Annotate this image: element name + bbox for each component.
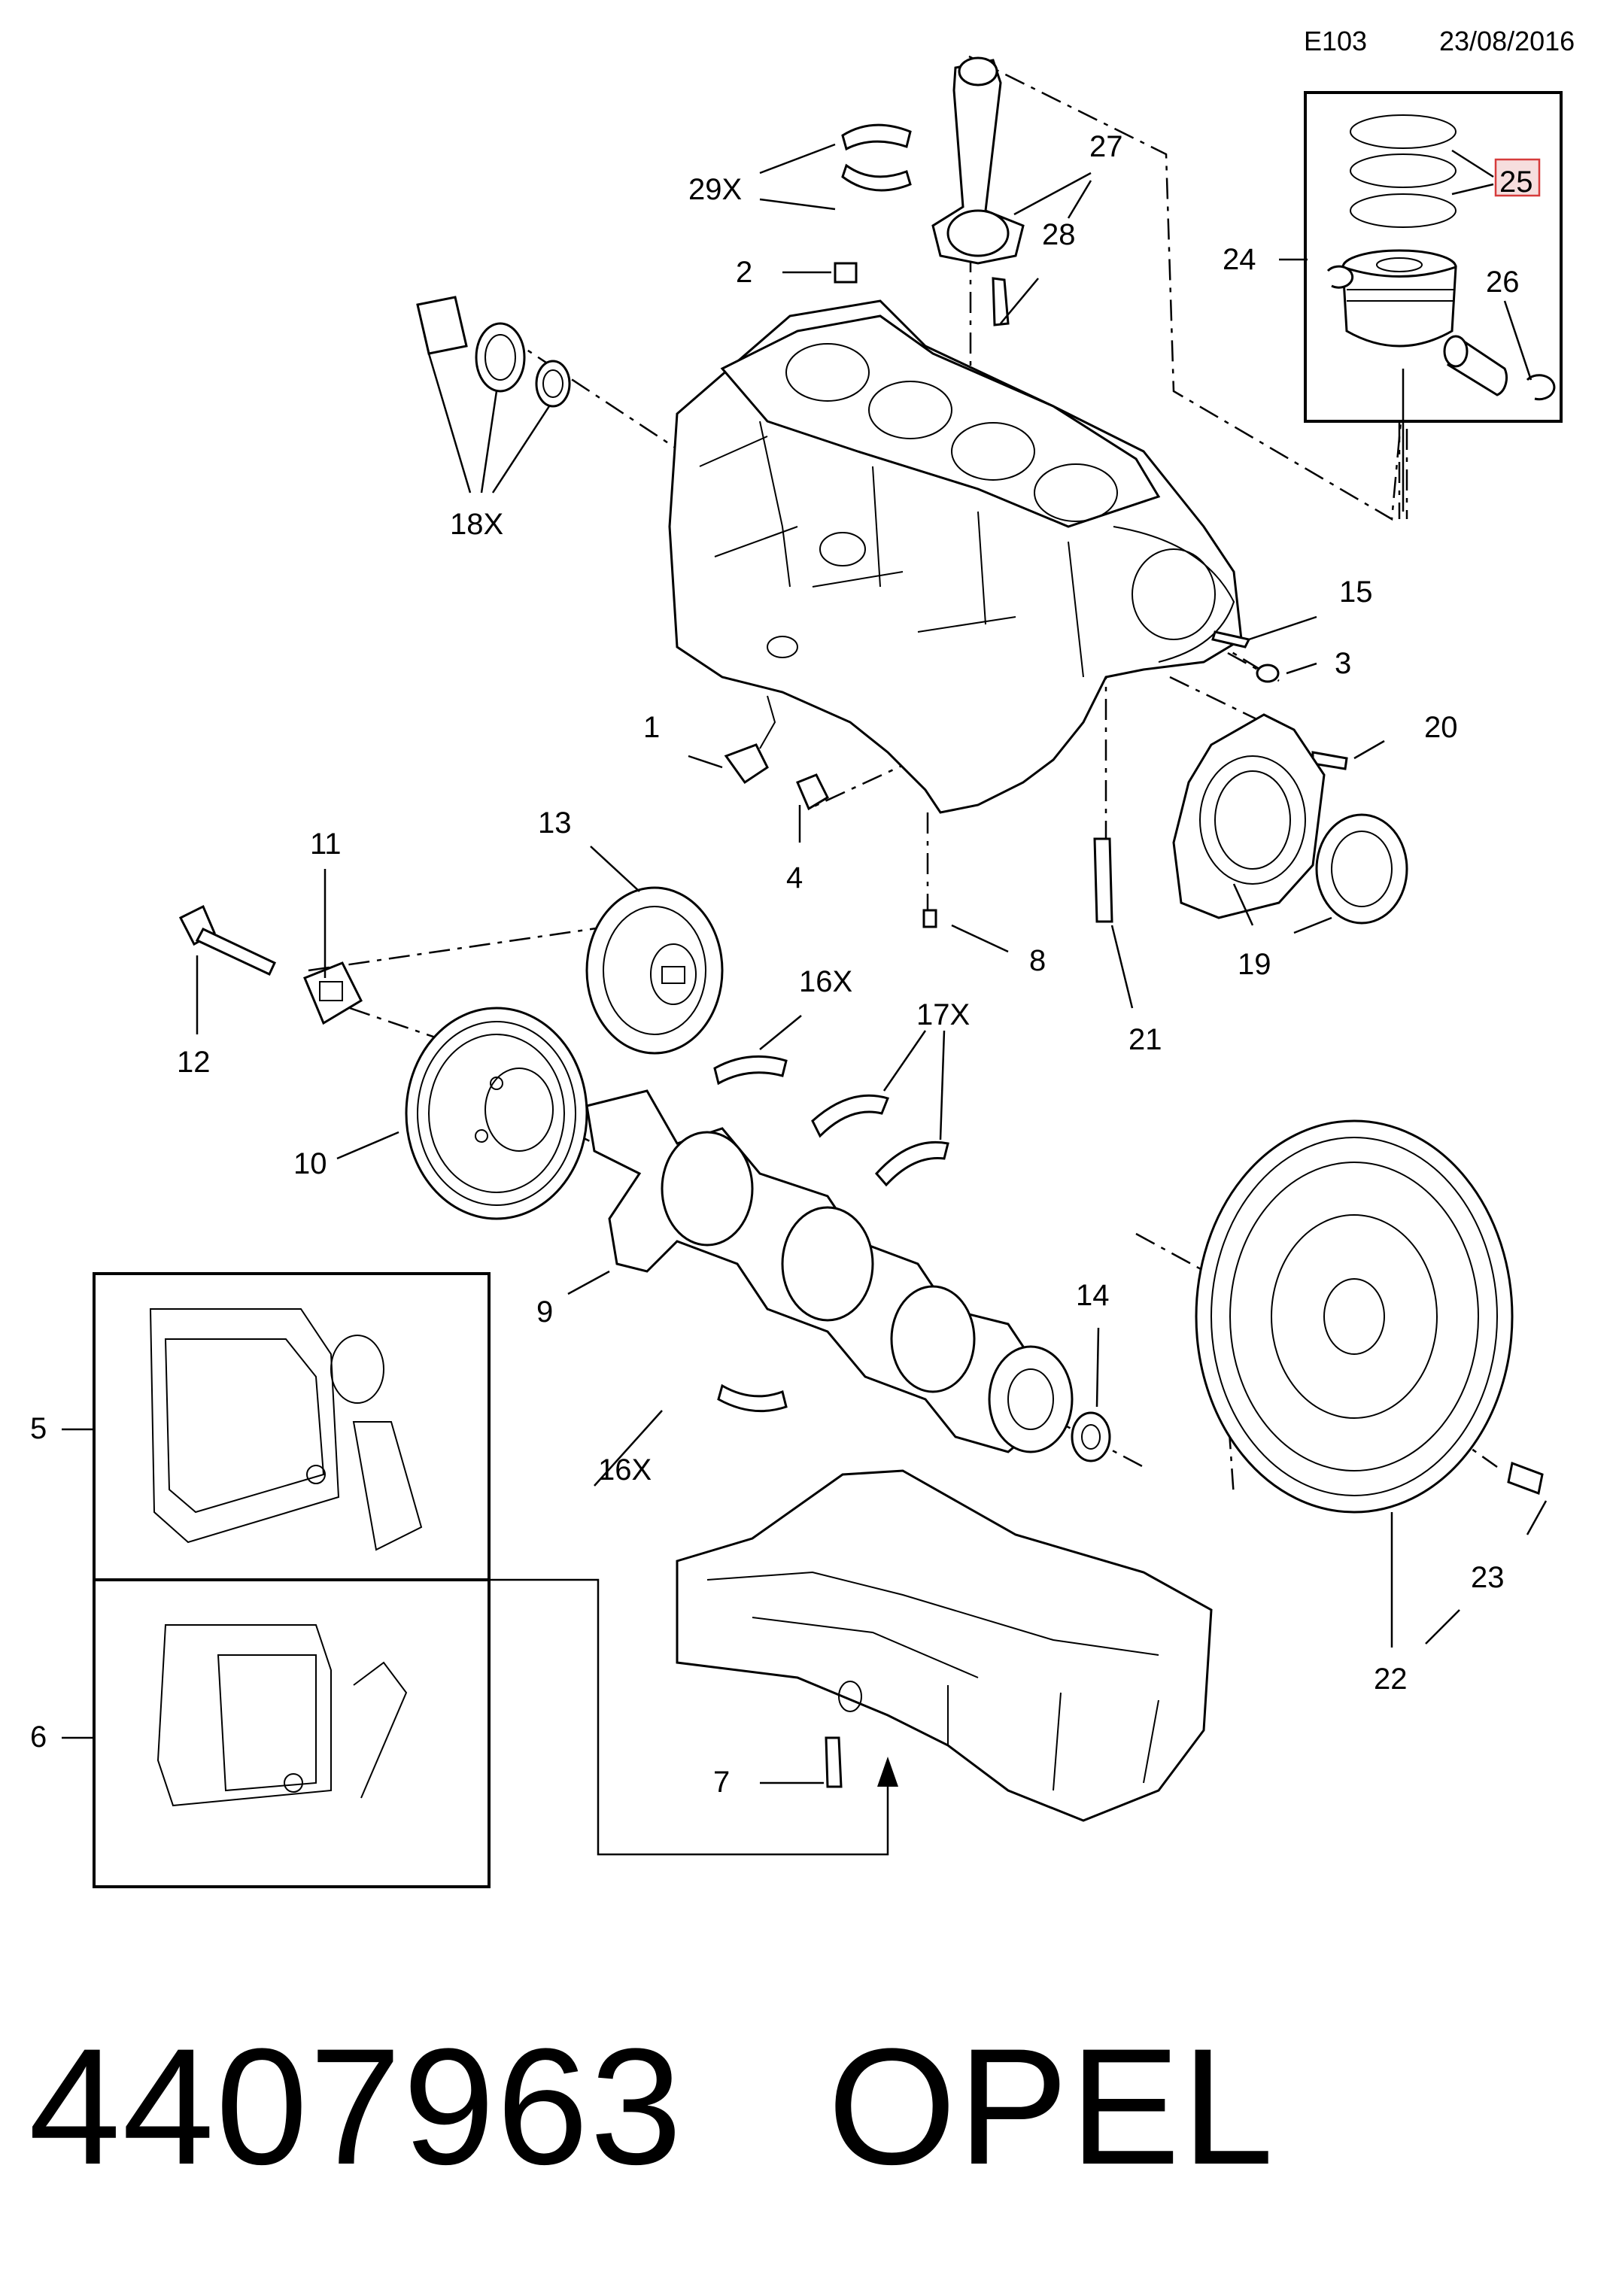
callout-2: 2 xyxy=(736,256,752,289)
main-bearing-shells-icon xyxy=(713,1055,949,1413)
callout-21: 21 xyxy=(1128,1023,1162,1056)
piston-pin-icon xyxy=(1443,335,1508,396)
callout-labels: 1 2 3 4 5 6 7 8 9 10 11 12 13 14 15 16X … xyxy=(30,130,1533,1799)
callout-24: 24 xyxy=(1223,243,1256,276)
callout-28: 28 xyxy=(1042,218,1076,251)
highlight-marker xyxy=(1494,158,1541,197)
plug-icon xyxy=(1256,664,1280,683)
callout-9: 9 xyxy=(536,1295,553,1329)
plug-icon xyxy=(796,773,829,811)
callout-20: 20 xyxy=(1424,711,1458,744)
callout-25: 25 xyxy=(1499,166,1533,199)
piston-detail-box xyxy=(1304,91,1563,512)
flywheel-bolt-icon xyxy=(1507,1461,1544,1496)
crankshaft-pulley-icon xyxy=(405,1007,588,1220)
crankshaft-icon xyxy=(585,1089,1074,1453)
callout-18x: 18X xyxy=(450,508,503,541)
reference-arrow xyxy=(489,1578,889,1856)
callout-17x: 17X xyxy=(916,998,970,1031)
callout-16x-bottom: 16X xyxy=(598,1453,652,1487)
drain-plug-bolt-icon xyxy=(825,1736,843,1788)
callout-4: 4 xyxy=(786,861,803,894)
crankshaft-bolt-icon xyxy=(178,904,276,976)
detail-view-6 xyxy=(93,1578,491,1888)
callout-15: 15 xyxy=(1339,576,1373,609)
rear-seal-housing-icon xyxy=(1172,713,1326,919)
exploded-engine-diagram: 1 2 3 4 5 6 7 8 9 10 11 12 13 14 15 16X … xyxy=(30,55,1563,1888)
connecting-rod-icon xyxy=(931,56,1025,326)
sprocket-sleeve-icon xyxy=(303,961,363,1025)
callout-5: 5 xyxy=(30,1412,47,1445)
diagram-date: 23/08/2016 xyxy=(1439,26,1575,56)
callout-27: 27 xyxy=(1089,130,1123,163)
callout-16x-top: 16X xyxy=(799,965,852,998)
detail-view-5 xyxy=(93,1272,491,1581)
pin-icon xyxy=(1211,630,1251,648)
engine-block-icon xyxy=(668,299,1243,814)
diagram-code: E103 xyxy=(1304,26,1368,56)
leader-lines xyxy=(62,172,1548,1784)
callout-3: 3 xyxy=(1335,647,1351,680)
oil-pan-icon xyxy=(676,1469,1213,1822)
callout-11: 11 xyxy=(310,828,342,861)
callout-6: 6 xyxy=(30,1720,47,1754)
vibration-damper-icon xyxy=(585,886,724,1055)
callout-1: 1 xyxy=(643,711,660,744)
bolt-icon xyxy=(1093,837,1113,923)
callout-22: 22 xyxy=(1374,1663,1408,1696)
callout-13: 13 xyxy=(538,806,572,840)
callout-8: 8 xyxy=(1029,944,1046,977)
rod-bearing-shells-icon xyxy=(759,123,912,211)
dowel-pin-icon xyxy=(922,909,937,928)
piston-icon xyxy=(1341,249,1457,348)
callout-12: 12 xyxy=(177,1046,211,1079)
sensor-icon xyxy=(724,695,776,785)
callout-14: 14 xyxy=(1076,1279,1110,1312)
callout-26: 26 xyxy=(1486,266,1520,299)
camshaft-bearings-icon xyxy=(416,296,571,494)
callout-23: 23 xyxy=(1471,1561,1505,1594)
dowel-pin-icon xyxy=(834,262,858,284)
part-number: 4407963 xyxy=(29,2014,684,2199)
callout-29x: 29X xyxy=(688,173,742,206)
arrow-head xyxy=(877,1757,898,1787)
flywheel-icon xyxy=(1195,1119,1514,1514)
callout-19: 19 xyxy=(1238,948,1271,981)
brand-name: OPEL xyxy=(828,2014,1275,2199)
spacer-ring-icon xyxy=(1071,1411,1111,1462)
callout-10: 10 xyxy=(293,1147,327,1180)
rear-oil-seal-icon xyxy=(1315,813,1408,925)
callout-7: 7 xyxy=(713,1766,730,1799)
